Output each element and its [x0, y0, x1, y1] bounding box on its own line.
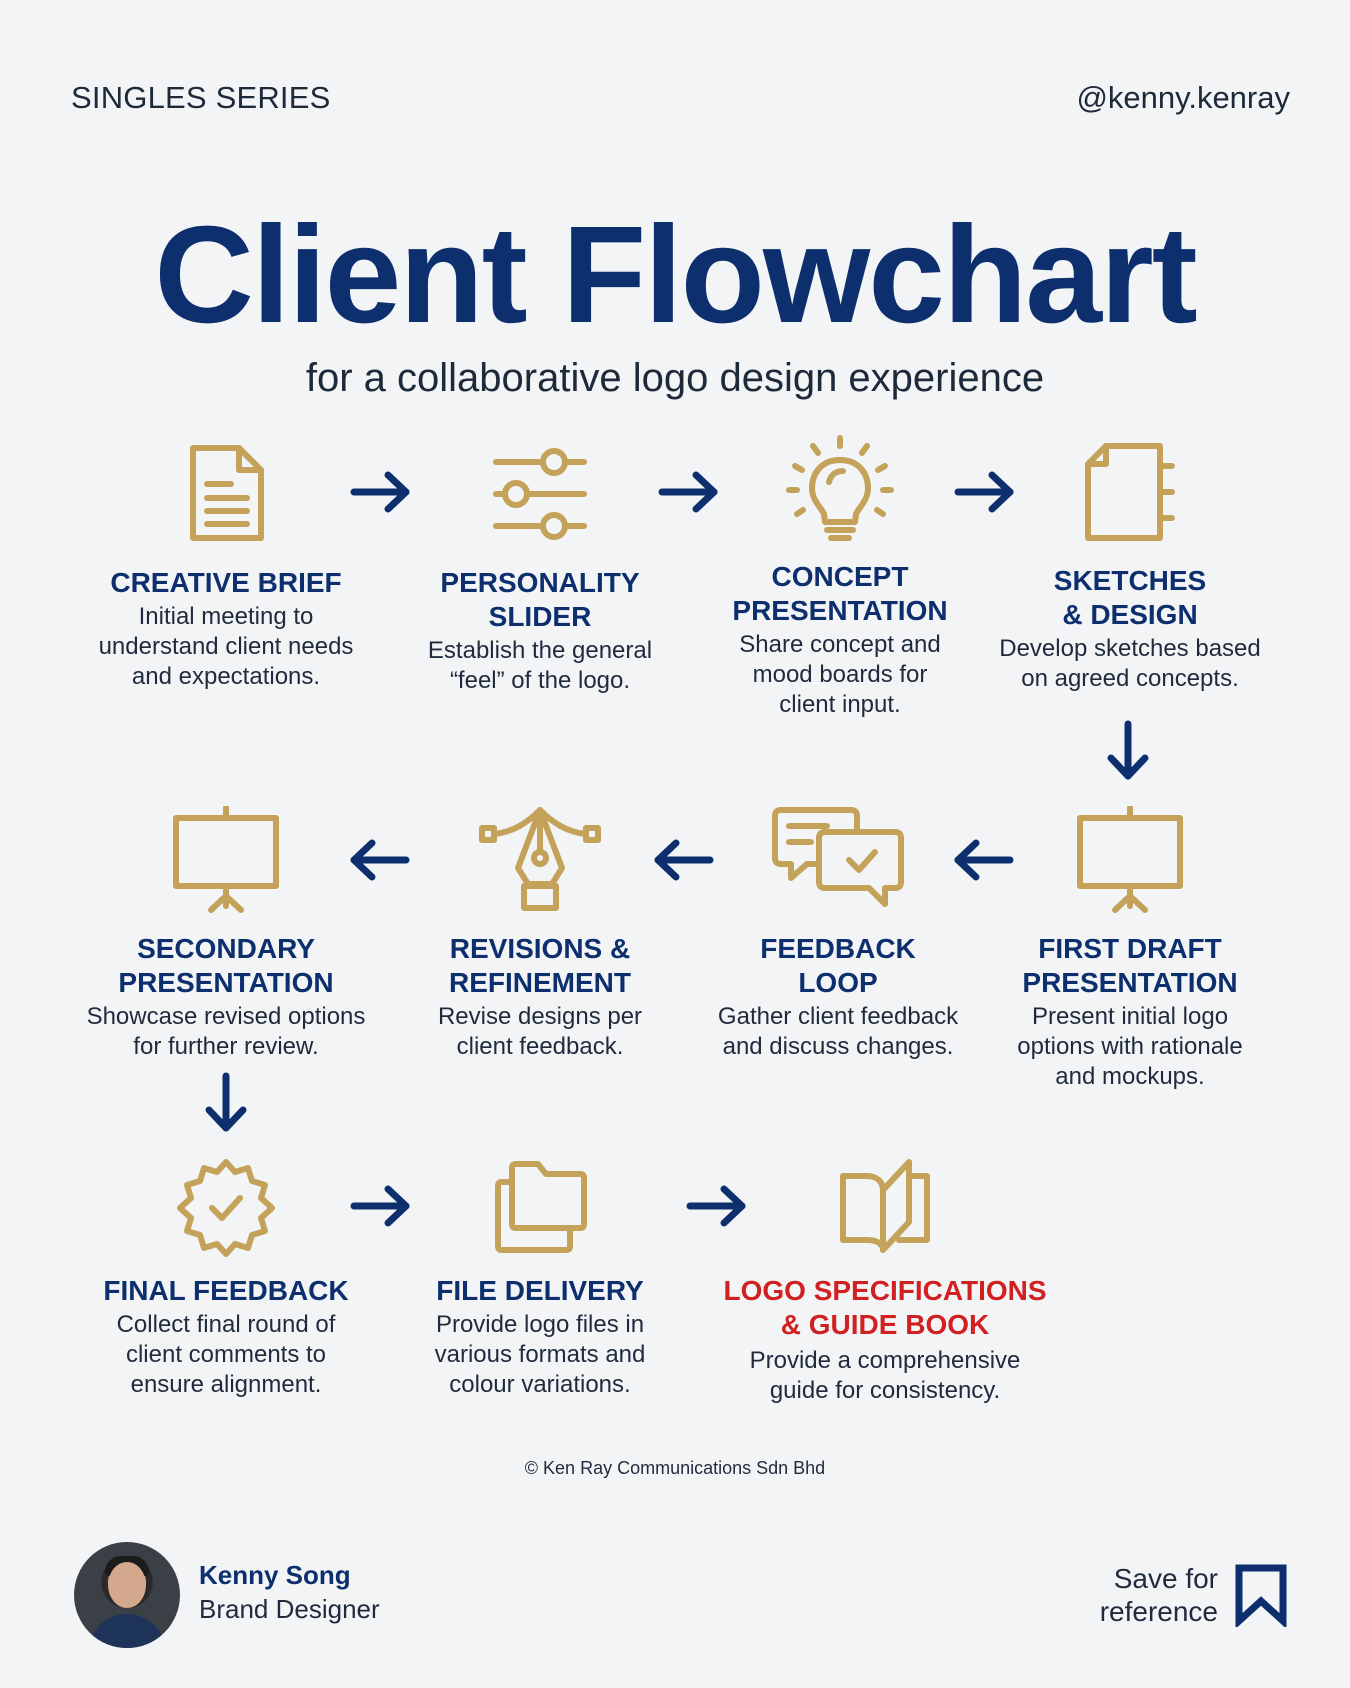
- presentation-board-icon: [173, 806, 279, 913]
- arrow-down-icon: [1107, 720, 1149, 780]
- step-title: SECONDARY PRESENTATION: [118, 933, 334, 998]
- step-description: Present initial logo options with ration…: [1017, 1003, 1243, 1090]
- step-creative-brief: CREATIVE BRIEF Initial meeting to unders…: [76, 444, 376, 692]
- arrow-right-icon: [658, 471, 718, 513]
- step-description: Revise designs per client feedback.: [437, 1003, 643, 1060]
- step-secondary-presentation: SECONDARY PRESENTATION Showcase revised …: [76, 806, 376, 1062]
- save-for-reference-label: Save for reference: [1100, 1562, 1218, 1628]
- step-title: FILE DELIVERY: [436, 1275, 644, 1306]
- folders-icon: [495, 1161, 587, 1253]
- author-role: Brand Designer: [199, 1594, 380, 1624]
- step-title: PERSONALITY SLIDER: [440, 567, 640, 632]
- author-name: Kenny Song: [199, 1560, 351, 1590]
- step-title: FEEDBACK LOOP: [760, 933, 916, 998]
- notebook-icon: [1085, 443, 1175, 541]
- step-final-feedback: FINAL FEEDBACK Collect final round of cl…: [76, 1156, 376, 1400]
- pen-tool-icon: [479, 807, 601, 911]
- step-description: Initial meeting to understand client nee…: [98, 603, 354, 690]
- step-title: REVISIONS & REFINEMENT: [449, 933, 631, 998]
- copyright-notice: © Ken Ray Communications Sdn Bhd: [524, 1458, 826, 1478]
- step-title: SKETCHES & DESIGN: [1053, 565, 1207, 630]
- presentation-board-icon: [1077, 806, 1183, 913]
- step-description: Gather client feedback and discuss chang…: [717, 1003, 959, 1060]
- bookmark-icon[interactable]: [1234, 1563, 1288, 1627]
- step-personality-slider: PERSONALITY SLIDER Establish the general…: [390, 444, 690, 696]
- author-handle: @kenny.kenray: [1076, 80, 1290, 115]
- arrow-down-icon: [205, 1072, 247, 1132]
- book-icon: [840, 1159, 930, 1253]
- lightbulb-icon: [786, 435, 894, 541]
- step-description: Provide a comprehensive guide for consis…: [749, 1347, 1021, 1404]
- check-badge-icon: [177, 1159, 275, 1257]
- step-concept-presentation: CONCEPT PRESENTATION Share concept and m…: [690, 434, 990, 720]
- step-description: Establish the general “feel” of the logo…: [427, 637, 653, 694]
- step-title: FINAL FEEDBACK: [103, 1275, 349, 1306]
- step-file-delivery: FILE DELIVERY Provide logo files in vari…: [390, 1160, 690, 1400]
- save-line-1: Save for: [1113, 1563, 1218, 1594]
- arrow-right-icon: [350, 1185, 410, 1227]
- step-description: Showcase revised options for further rev…: [86, 1003, 366, 1060]
- step-logo-specifications: LOGO SPECIFICATIONS & GUIDE BOOK Provide…: [723, 1156, 1047, 1406]
- step-title: CONCEPT PRESENTATION: [732, 561, 948, 626]
- arrow-right-icon: [954, 471, 1014, 513]
- arrow-right-icon: [686, 1185, 746, 1227]
- step-title: CREATIVE BRIEF: [110, 567, 342, 598]
- arrow-left-icon: [350, 839, 410, 881]
- step-sketches-design: SKETCHES & DESIGN Develop sketches based…: [980, 442, 1280, 694]
- arrow-left-icon: [954, 839, 1014, 881]
- step-first-draft-presentation: FIRST DRAFT PRESENTATION Present initial…: [980, 806, 1280, 1092]
- save-line-2: reference: [1099, 1596, 1218, 1627]
- step-title: LOGO SPECIFICATIONS & GUIDE BOOK: [723, 1275, 1047, 1340]
- arrow-left-icon: [654, 839, 714, 881]
- chat-bubbles-icon: [772, 807, 904, 907]
- avatar: [74, 1542, 180, 1648]
- step-revisions-refinement: REVISIONS & REFINEMENT Revise designs pe…: [390, 806, 690, 1062]
- step-description: Provide logo files in various formats an…: [434, 1311, 646, 1398]
- step-description: Develop sketches based on agreed concept…: [999, 635, 1261, 692]
- document-icon: [190, 445, 264, 541]
- sliders-icon: [493, 448, 587, 540]
- step-title: FIRST DRAFT PRESENTATION: [1022, 933, 1238, 998]
- step-description: Collect final round of client comments t…: [116, 1311, 336, 1398]
- page-title: Client Flowchart: [154, 198, 1197, 352]
- page-subtitle: for a collaborative logo design experien…: [305, 356, 1045, 400]
- step-feedback-loop: FEEDBACK LOOP Gather client feedback and…: [688, 806, 988, 1062]
- step-description: Share concept and mood boards for client…: [739, 631, 941, 718]
- arrow-right-icon: [350, 471, 410, 513]
- series-label: SINGLES SERIES: [71, 80, 331, 115]
